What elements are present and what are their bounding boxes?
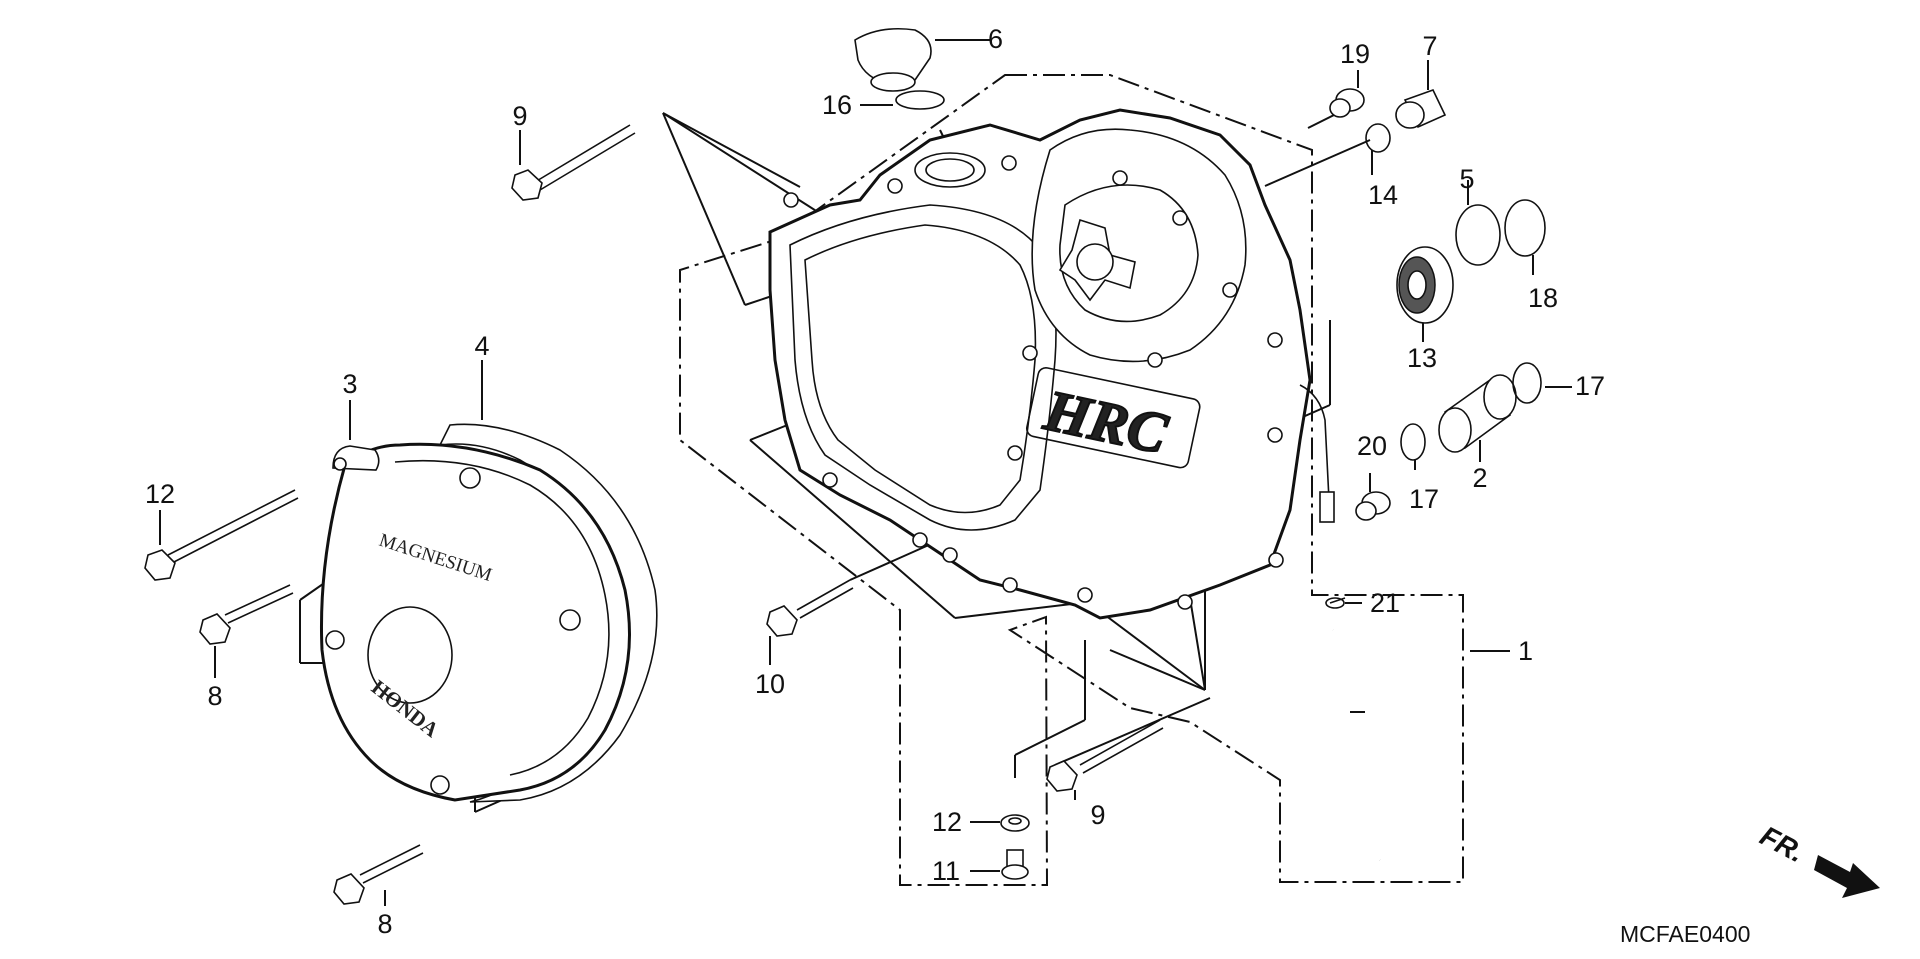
bolt-11 [144, 489, 299, 581]
circlip-19 [1504, 199, 1546, 257]
callout-9-top: 9 [512, 101, 527, 131]
bolt-9-lower [1046, 719, 1164, 792]
front-direction-indicator: FR. [1755, 820, 1880, 898]
right-crankcase-cover: HRC [768, 108, 1335, 620]
callout-13: 12 [932, 807, 962, 837]
callout-16: 16 [822, 90, 852, 120]
callout-14: 13 [1407, 343, 1437, 373]
callout-19: 18 [1528, 283, 1558, 313]
callout-12: 11 [932, 856, 960, 886]
callout-15: 14 [1368, 180, 1398, 210]
callout-leader-lines [159, 39, 1572, 906]
washer-15 [1365, 123, 1391, 153]
callout-6: 6 [988, 24, 1003, 54]
clutch-cover-outer: MAGNESIUM HONDA [319, 423, 658, 803]
callout-2: 2 [1472, 463, 1487, 493]
callout-5: 5 [1459, 164, 1474, 194]
cover-bolt-holes [783, 155, 1284, 610]
diagram-code: MCFAE0400 [1620, 921, 1750, 947]
callout-20: 21 [1370, 588, 1400, 618]
callout-11: 12 [145, 479, 175, 509]
oil-filler-cap [854, 27, 932, 92]
callout-1: 1 [1518, 636, 1533, 666]
callout-4: 4 [474, 331, 489, 361]
callout-17-right: 17 [1575, 371, 1605, 401]
bolt-8-lower [333, 844, 424, 905]
clip-20 [1325, 597, 1346, 609]
callout-8-upper: 8 [207, 681, 222, 711]
o-ring-16 [895, 90, 945, 110]
collar-2 [1438, 374, 1517, 453]
front-label: FR. [1755, 820, 1809, 869]
bearing-14 [1396, 246, 1454, 324]
callout-17-left: 17 [1409, 484, 1439, 514]
callout-8-lower: 8 [377, 909, 392, 939]
collar-18-lower [1355, 491, 1391, 521]
seal-5 [1455, 204, 1501, 266]
bolt-10 [766, 579, 854, 637]
assembly-boundary [679, 74, 1464, 886]
callout-3: 3 [342, 369, 357, 399]
callout-18-top: 19 [1340, 39, 1370, 69]
bolt-9-top [511, 124, 636, 201]
front-arrow-icon [1814, 855, 1880, 898]
bolt-8-upper [199, 584, 294, 645]
washer-17-right [1512, 362, 1542, 404]
breather-hose-21 [1329, 629, 1384, 861]
collar-18-top [1329, 88, 1365, 118]
drain-bolt-12 [1001, 849, 1029, 880]
washer-13 [1000, 814, 1030, 832]
callout-18-lower: 20 [1357, 431, 1387, 461]
part-callouts: 6 16 9 7 19 14 5 18 13 17 20 17 2 21 1 3… [145, 24, 1605, 939]
callout-7: 7 [1422, 31, 1437, 61]
callout-9-lower: 9 [1090, 800, 1105, 830]
collar-7 [1395, 89, 1447, 129]
callout-10: 10 [755, 669, 785, 699]
washer-17-left [1400, 423, 1426, 461]
